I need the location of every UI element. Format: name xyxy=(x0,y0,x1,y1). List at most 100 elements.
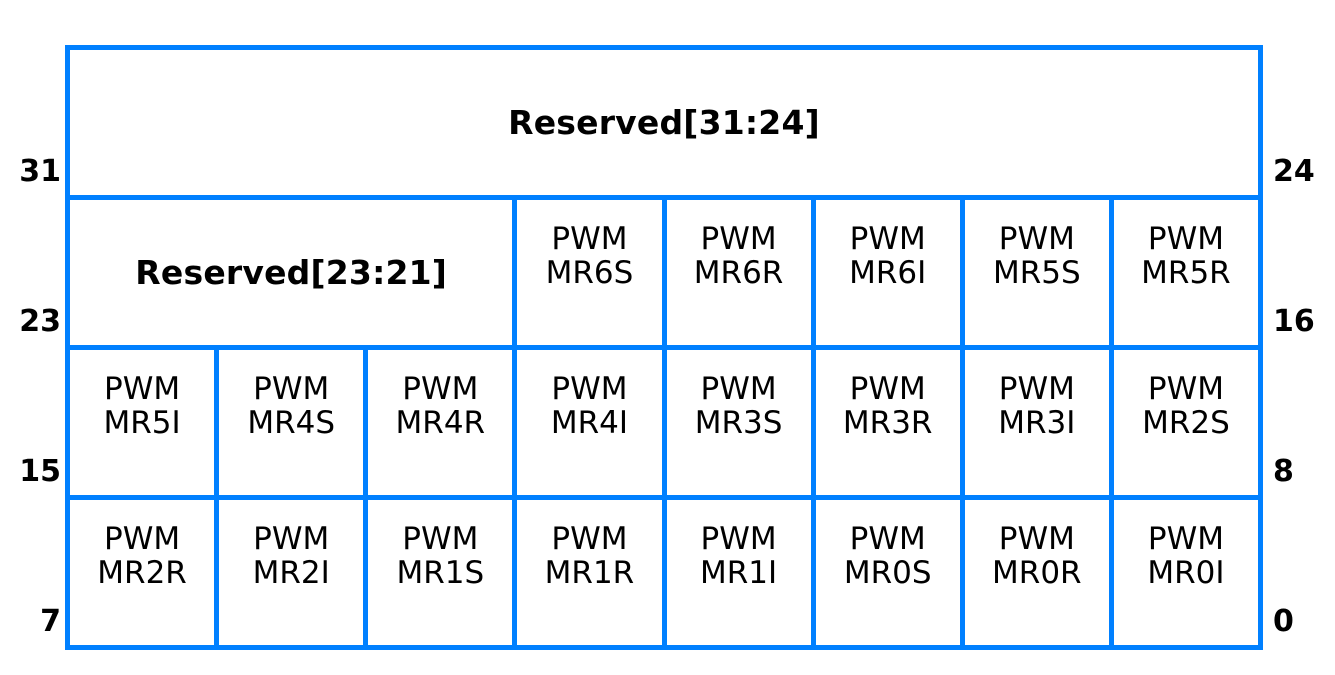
field-cell-reserved-23-21: Reserved[23:21] xyxy=(64,195,518,350)
field-label-line-2: MR2I xyxy=(252,554,330,591)
field-label-line-1: PWM xyxy=(402,521,479,558)
field-label-line-2: MR2S xyxy=(1142,404,1230,441)
field-label-line-1: PWM xyxy=(700,221,777,258)
bit-label-16: 16 xyxy=(1273,304,1315,339)
field-label-stack: PWM MR2R xyxy=(70,523,214,589)
field-label-line-1: PWM xyxy=(1147,221,1224,258)
field-label-line-1: PWM xyxy=(700,521,777,558)
field-cell-pwmmr2s: PWM MR2S xyxy=(1108,345,1264,500)
field-label-line-1: PWM xyxy=(998,371,1075,408)
field-label-line-1: PWM xyxy=(402,371,479,408)
field-label-line-1: PWM xyxy=(849,521,926,558)
field-label-line-2: MR1R xyxy=(544,554,635,591)
field-label-stack: PWM MR2I xyxy=(219,523,363,589)
field-label-line-2: MR5S xyxy=(992,254,1081,291)
field-cell-reserved-31-24: Reserved[31:24] xyxy=(65,45,1263,200)
field-cell-pwmmr6r: PWM MR6R xyxy=(661,195,816,350)
field-cell-pwmmr2r: PWM MR2R xyxy=(64,495,220,650)
register-grid: Reserved[31:24] Reserved[23:21] PWM MR6S… xyxy=(64,45,1264,650)
field-cell-pwmmr4r: PWM MR4R xyxy=(363,345,518,500)
field-label-line-1: PWM xyxy=(253,371,330,408)
field-label-line-2: MR0R xyxy=(992,554,1082,591)
field-label-line-1: PWM xyxy=(551,521,628,558)
field-label-line-1: PWM xyxy=(1147,521,1224,558)
field-label-line-1: PWM xyxy=(849,371,926,408)
field-label-stack: PWM MR2S xyxy=(1114,373,1258,439)
field-cell-pwmmr5r: PWM MR5R xyxy=(1108,195,1264,350)
field-label-line-1: PWM xyxy=(1147,371,1224,408)
field-label-line-2: MR4S xyxy=(247,404,336,441)
field-cell-pwmmr0i: PWM MR0I xyxy=(1108,495,1264,650)
field-label-line-1: PWM xyxy=(253,521,330,558)
field-label-stack: PWM MR0R xyxy=(965,523,1109,589)
field-label-stack: PWM MR5S xyxy=(965,223,1109,289)
bit-label-8: 8 xyxy=(1273,454,1294,489)
field-label-line-2: MR3S xyxy=(694,404,783,441)
field-cell-pwmmr4s: PWM MR4S xyxy=(214,345,369,500)
field-label-stack: PWM MR5R xyxy=(1114,223,1258,289)
field-label-line-2: MR3I xyxy=(998,404,1076,441)
register-row-31-24: Reserved[31:24] xyxy=(65,45,1263,200)
field-label-line-2: MR3R xyxy=(842,404,933,441)
field-label-stack: PWM MR6I xyxy=(816,223,960,289)
field-cell-pwmmr3s: PWM MR3S xyxy=(661,345,816,500)
field-label-line-2: MR5R xyxy=(1141,254,1231,291)
field-cell-pwmmr0s: PWM MR0S xyxy=(810,495,965,650)
field-label-stack: PWM MR4I xyxy=(517,373,661,439)
field-label-line-2: MR0S xyxy=(843,554,932,591)
field-label-stack: PWM MR5I xyxy=(70,373,214,439)
field-label-line-2: MR4R xyxy=(395,404,486,441)
bit-label-0: 0 xyxy=(1273,604,1294,639)
field-label-stack: PWM MR6S xyxy=(517,223,661,289)
field-cell-pwmmr4i: PWM MR4I xyxy=(512,345,667,500)
field-label-stack: PWM MR6R xyxy=(667,223,811,289)
register-row-7-0: PWM MR2R PWM MR2I PWM MR1S xyxy=(64,495,1264,650)
field-label-line-1: PWM xyxy=(998,221,1075,258)
field-label-stack: PWM MR1I xyxy=(667,523,811,589)
field-label-line-2: MR2R xyxy=(97,554,187,591)
bit-label-31: 31 xyxy=(19,154,61,189)
bit-label-15: 15 xyxy=(19,454,61,489)
field-label-stack: PWM MR3I xyxy=(965,373,1109,439)
field-label: Reserved[23:21] xyxy=(135,253,448,292)
field-label-line-1: PWM xyxy=(551,371,628,408)
field-cell-pwmmr6i: PWM MR6I xyxy=(810,195,965,350)
field-cell-pwmmr6s: PWM MR6S xyxy=(512,195,667,350)
bit-label-23: 23 xyxy=(19,304,61,339)
field-label-stack: PWM MR1S xyxy=(368,523,512,589)
field-label-line-2: MR4I xyxy=(550,404,629,441)
field-label-stack: PWM MR0S xyxy=(816,523,960,589)
field-label-stack: PWM MR4S xyxy=(219,373,363,439)
field-cell-pwmmr0r: PWM MR0R xyxy=(959,495,1114,650)
field-label-line-1: PWM xyxy=(998,521,1075,558)
field-cell-pwmmr1i: PWM MR1I xyxy=(661,495,816,650)
field-label-line-1: PWM xyxy=(849,221,926,258)
field-cell-pwmmr5s: PWM MR5S xyxy=(959,195,1114,350)
field-cell-pwmmr1s: PWM MR1S xyxy=(363,495,518,650)
field-label-stack: PWM MR1R xyxy=(517,523,661,589)
field-cell-pwmmr5i: PWM MR5I xyxy=(64,345,220,500)
field-label-line-1: PWM xyxy=(104,521,181,558)
field-label-line-2: MR6I xyxy=(849,254,927,291)
field-label-line-2: MR5I xyxy=(103,404,181,441)
field-cell-pwmmr1r: PWM MR1R xyxy=(512,495,667,650)
field-label-line-1: PWM xyxy=(551,221,628,258)
bit-label-24: 24 xyxy=(1273,154,1315,189)
field-label-line-2: MR1S xyxy=(396,554,485,591)
field-label-stack: PWM MR3R xyxy=(816,373,960,439)
field-cell-pwmmr2i: PWM MR2I xyxy=(214,495,369,650)
bit-label-7: 7 xyxy=(40,604,61,639)
field-cell-pwmmr3r: PWM MR3R xyxy=(810,345,965,500)
field-cell-pwmmr3i: PWM MR3I xyxy=(959,345,1114,500)
field-label-line-2: MR0I xyxy=(1147,554,1225,591)
field-label-line-2: MR6R xyxy=(693,254,784,291)
field-label-stack: PWM MR3S xyxy=(667,373,811,439)
field-label-stack: PWM MR4R xyxy=(368,373,512,439)
field-label-line-1: PWM xyxy=(700,371,777,408)
field-label-line-2: MR6S xyxy=(545,254,634,291)
field-label-line-2: MR1I xyxy=(699,554,778,591)
register-row-15-8: PWM MR5I PWM MR4S PWM MR4R xyxy=(64,345,1264,500)
field-label-stack: PWM MR0I xyxy=(1114,523,1258,589)
field-label: Reserved[31:24] xyxy=(508,103,820,142)
